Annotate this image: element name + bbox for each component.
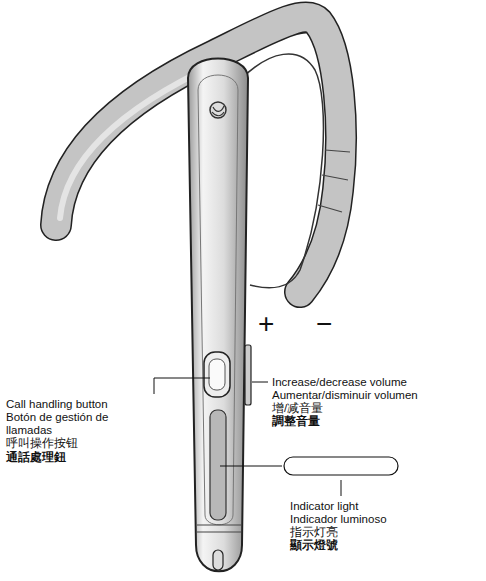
headset-body	[188, 59, 251, 572]
callout-label: Aumentar/disminuir volumen	[272, 389, 472, 402]
leader-line	[220, 466, 282, 467]
wire-loop	[240, 54, 323, 288]
volume-symbol: +	[258, 310, 288, 338]
callout-label: 呼叫操作按钮	[6, 437, 156, 450]
callout-label: 通話處理鈕	[6, 451, 156, 464]
callout-label: Indicator light	[290, 500, 470, 513]
leader-line	[154, 378, 210, 394]
volume-rocker	[245, 345, 251, 405]
leader-line	[252, 382, 268, 383]
call-button	[204, 352, 230, 397]
callout-label: 調整音量	[272, 415, 472, 428]
callout-label: Botón de gestión de llamadas	[6, 411, 128, 437]
indicator-slot	[210, 410, 226, 520]
callout-label: Indicador luminoso	[290, 513, 470, 526]
leader-line	[341, 480, 342, 496]
callout-label: Call handling button	[6, 398, 156, 411]
callout-label: Increase/decrease volume	[272, 376, 472, 389]
callout-label: 增/减音量	[272, 402, 472, 415]
volume-symbol: −	[316, 310, 346, 338]
callout-label: 指示灯亮	[290, 526, 470, 539]
microphone	[213, 550, 223, 570]
indicator-light-symbol	[284, 457, 398, 475]
callout-label: 顯示燈號	[290, 539, 470, 552]
